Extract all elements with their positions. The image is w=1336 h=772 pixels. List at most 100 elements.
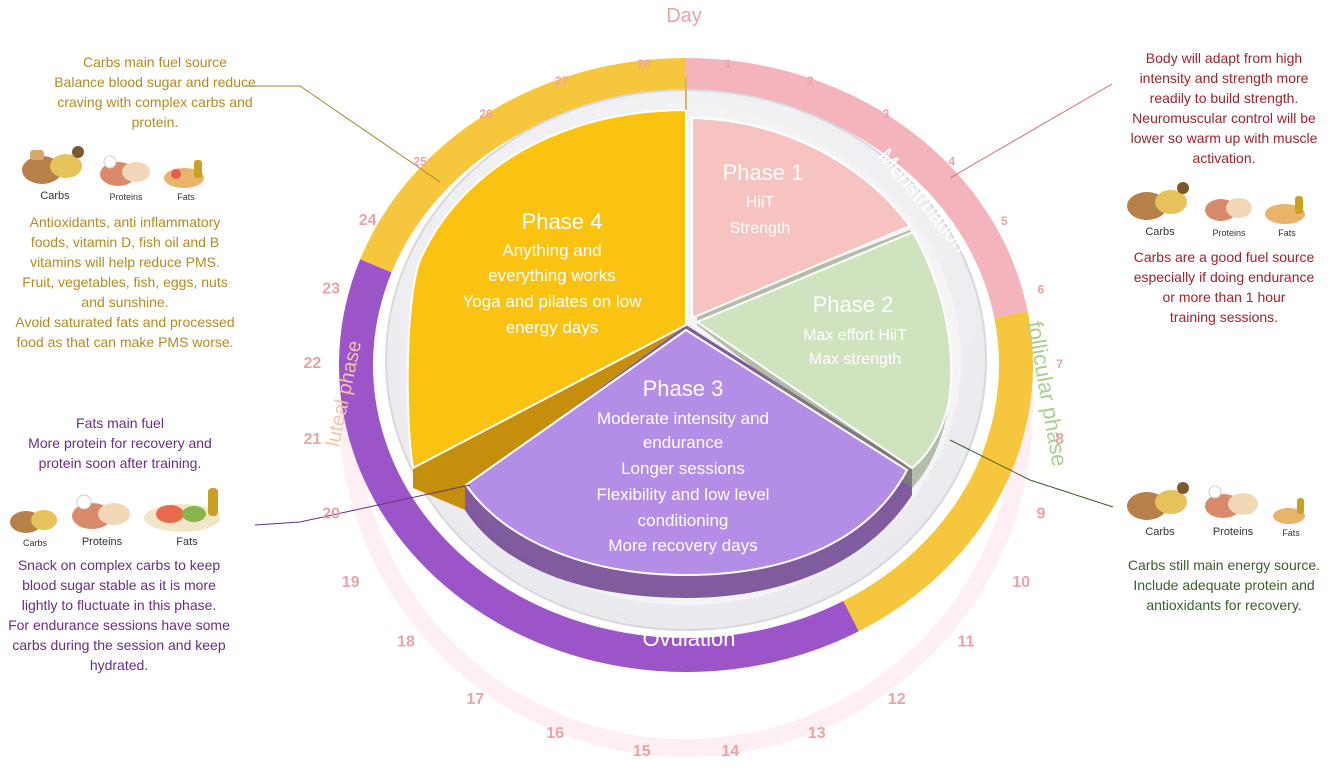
day-number-25: 25	[413, 155, 427, 169]
phase2-line-1: Max effort HiiT	[803, 327, 907, 344]
carbs-food-icon: Carbs	[8, 502, 62, 548]
note-line: food as that can make PMS worse.	[16, 334, 234, 350]
day-number-8: 8	[1055, 431, 1064, 448]
food-label: Carbs	[1145, 526, 1175, 538]
note-line: Carbs still main energy source.	[1127, 557, 1321, 573]
food-label: Proteins	[81, 536, 123, 548]
day-number-24: 24	[359, 212, 377, 229]
day-number-3: 3	[883, 107, 890, 121]
note-line: Fruit, vegetables, fish, eggs, nuts	[22, 274, 228, 290]
note-line: Fats main fuel	[76, 415, 164, 431]
carbs-food-icon: Carbs	[1125, 478, 1195, 538]
phase3-line-3: Longer sessions	[621, 459, 745, 478]
day-number-4: 4	[949, 155, 956, 169]
food-row-luteal-top: Carbs Proteins Fats	[20, 140, 210, 202]
note-line: activation.	[1192, 150, 1256, 166]
phase2-line-2: Max strength	[809, 351, 901, 368]
note-line: carbs during the session and keep	[12, 637, 226, 653]
note-top-right: Body will adapt from high intensity and …	[1112, 48, 1336, 168]
phase4-line-2: everything works	[488, 266, 616, 285]
note-line: Antioxidants, anti inflammatory	[29, 214, 221, 230]
day-number-18: 18	[397, 633, 415, 650]
day-number-10: 10	[1012, 574, 1030, 591]
day-numbers: 1234567891011121314151617181920212223242…	[304, 57, 1065, 760]
carbs-food-icon: Carbs	[1125, 178, 1195, 238]
leader-lower-left	[254, 484, 471, 526]
food-label: Carbs	[1145, 226, 1175, 238]
note-line: readily to build strength.	[1149, 90, 1299, 106]
note-line: intensity and strength more	[1139, 70, 1309, 86]
day-axis-label: Day	[666, 5, 702, 27]
phase3-line-1: Moderate intensity and	[597, 409, 769, 428]
food-label: Proteins	[109, 192, 143, 202]
day-number-13: 13	[808, 725, 826, 742]
note-line: Carbs are a good fuel source	[1133, 249, 1315, 265]
phase3-line-4: Flexibility and low level	[597, 485, 770, 504]
note-line: Neuromuscular control will be	[1132, 110, 1316, 126]
food-label: Carbs	[40, 190, 70, 202]
leader-top-left	[247, 85, 441, 183]
day-number-20: 20	[322, 505, 340, 522]
note-line: More protein for recovery and	[28, 435, 212, 451]
phase4-line-4: energy days	[506, 318, 599, 337]
note-mid-left: Antioxidants, anti inflammatory foods, v…	[0, 212, 250, 352]
day-number-16: 16	[546, 725, 564, 742]
note-line: training sessions.	[1169, 309, 1279, 325]
note-line: foods, vitamin D, fish oil and B	[30, 234, 220, 250]
day-number-15: 15	[633, 743, 651, 760]
phase3-line-6: More recovery days	[608, 536, 757, 555]
food-row-luteal-bottom: Carbs Proteins Fats	[8, 484, 232, 548]
food-label: Proteins	[1212, 228, 1246, 238]
day-number-1: 1	[725, 57, 732, 71]
note-line: Include adequate protein and	[1133, 577, 1315, 593]
proteins-food-icon: Proteins	[98, 150, 154, 202]
note-line: For endurance sessions have some	[8, 617, 230, 633]
note-line: Body will adapt from high	[1145, 50, 1303, 66]
phase2-slice	[694, 230, 953, 470]
day-number-22: 22	[304, 355, 322, 372]
follicular-band	[843, 311, 1033, 632]
day-number-27: 27	[555, 74, 569, 88]
phase4-line-3: Yoga and pilates on low	[463, 292, 643, 311]
day-number-28: 28	[637, 57, 651, 71]
note-line: especially if doing endurance	[1133, 269, 1315, 285]
day-number-6: 6	[1038, 283, 1045, 297]
note-line: protein soon after training.	[38, 455, 202, 471]
day-number-19: 19	[342, 574, 360, 591]
note-line: Avoid saturated fats and processed	[15, 314, 235, 330]
day-number-7: 7	[1056, 357, 1063, 371]
note-line: antioxidants for recovery.	[1146, 597, 1302, 613]
proteins-food-icon: Proteins	[1203, 188, 1255, 238]
phase3-slice	[464, 328, 909, 577]
note-line: lower so warm up with muscle	[1130, 130, 1318, 146]
phase4-slice	[406, 108, 687, 470]
carbs-food-icon: Carbs	[20, 140, 90, 202]
food-label: Fats	[1282, 528, 1300, 538]
note-line: blood sugar stable as it is more	[22, 577, 216, 593]
fats-food-icon: Fats	[142, 484, 232, 548]
note-lower-left-top: Fats main fuel More protein for recovery…	[0, 413, 240, 473]
leader-lines	[247, 83, 1114, 526]
food-label: Fats	[176, 536, 198, 548]
day-number-26: 26	[479, 107, 493, 121]
phase3-title: Phase 3	[643, 376, 724, 401]
phase1-line-1: HiiT	[746, 194, 775, 211]
food-label: Proteins	[1212, 526, 1254, 538]
day-number-17: 17	[466, 691, 484, 708]
note-bottom-right: Carbs still main energy source. Include …	[1112, 555, 1336, 615]
phase1-title: Phase 1	[723, 160, 804, 185]
note-line: Snack on complex carbs to keep	[17, 557, 221, 573]
phase-band	[339, 58, 1033, 672]
phase4-slice-base	[413, 325, 686, 510]
phase-labels: Phase 1 HiiT Strength Phase 2 Max effort…	[463, 160, 908, 555]
ovulation-label: Ovulation	[643, 626, 736, 651]
proteins-food-icon: Proteins	[1203, 480, 1263, 538]
note-mid-right: Carbs are a good fuel source especially …	[1112, 247, 1336, 327]
day-number-21: 21	[304, 431, 322, 448]
phase-pie	[406, 108, 953, 598]
note-line: craving with complex carbs and	[57, 94, 253, 110]
note-line: protein.	[131, 114, 179, 130]
leader-bottom-right	[949, 439, 1114, 508]
day-number-2: 2	[807, 74, 814, 88]
